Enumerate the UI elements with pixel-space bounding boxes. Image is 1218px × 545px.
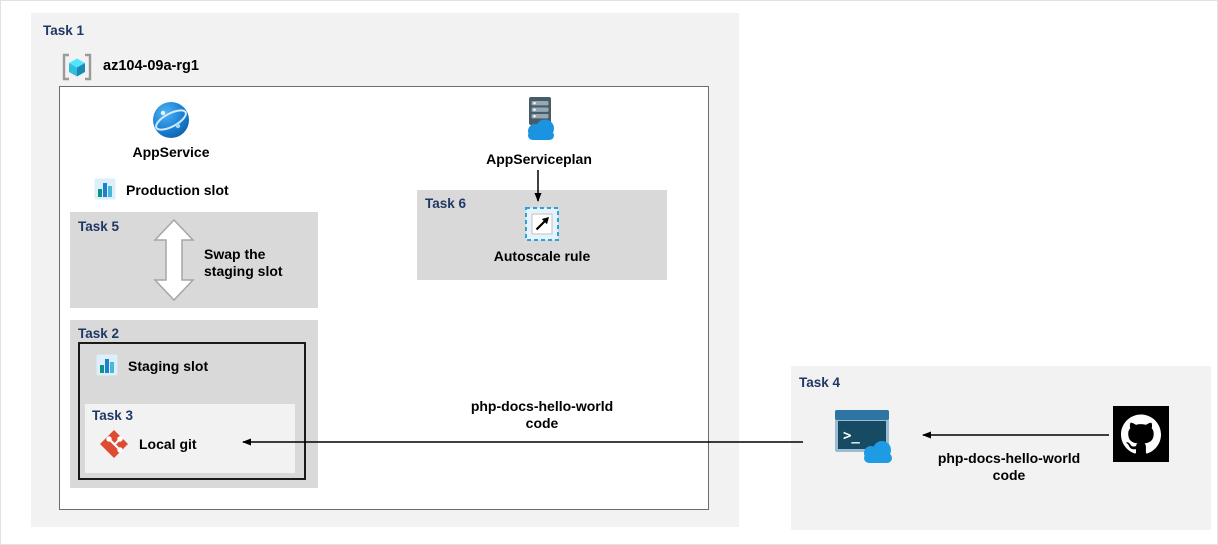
task5-text-line1: Swap the (204, 246, 266, 262)
task2-label: Task 2 (78, 326, 120, 341)
code-label-right: php-docs-hello-world code (909, 450, 1109, 484)
production-slot-label: Production slot (126, 182, 229, 198)
app-service-icon (150, 99, 192, 141)
swap-arrow-icon (152, 218, 196, 302)
resource-group-icon (59, 49, 95, 85)
code-label-right-line2: code (992, 466, 1026, 483)
staging-slot-label: Staging slot (128, 358, 209, 374)
code-label-left-line2: code (525, 414, 559, 431)
autoscale-rule-icon (524, 206, 560, 242)
task6-label: Task 6 (425, 196, 467, 211)
staging-slot-box: Staging slot Task 3 (78, 342, 306, 480)
production-slot-icon (94, 178, 116, 200)
task2-container: Task 2 Staging slot Task 3 (70, 320, 318, 488)
app-service-plan-icon (518, 95, 562, 141)
task1-label: Task 1 (43, 23, 85, 38)
task5-container: Task 5 Swap the staging slot (70, 212, 318, 308)
staging-slot-icon (96, 354, 118, 376)
task1-container: Task 1 az104-09a-rg1 (31, 13, 739, 527)
cloud-shell-icon: >_ (833, 408, 897, 464)
github-icon (1113, 406, 1169, 462)
app-service-plan-label: AppServiceplan (486, 151, 592, 167)
cloud-shell-prompt: >_ (843, 428, 860, 444)
task4-label: Task 4 (799, 375, 841, 390)
autoscale-rule-label: Autoscale rule (493, 248, 591, 264)
local-git-label: Local git (139, 436, 197, 452)
app-service-label: AppService (132, 144, 210, 160)
code-label-left-line1: php-docs-hello-world (470, 398, 614, 414)
task5-text-line2: staging slot (204, 262, 283, 279)
code-label-right-line1: php-docs-hello-world (937, 450, 1081, 466)
local-git-icon (99, 429, 129, 459)
code-label-left: php-docs-hello-world code (442, 398, 642, 432)
resource-group-name: az104-09a-rg1 (103, 58, 199, 74)
task6-container: Task 6 Autoscale rule (417, 190, 667, 280)
task4-container: Task 4 >_ (791, 366, 1211, 530)
task3-container: Task 3 Local git (85, 404, 295, 473)
task5-text: Swap the staging slot (204, 246, 283, 280)
task5-label: Task 5 (78, 219, 120, 234)
app-service-box: AppService AppSe (59, 86, 709, 510)
task3-label: Task 3 (92, 408, 134, 423)
